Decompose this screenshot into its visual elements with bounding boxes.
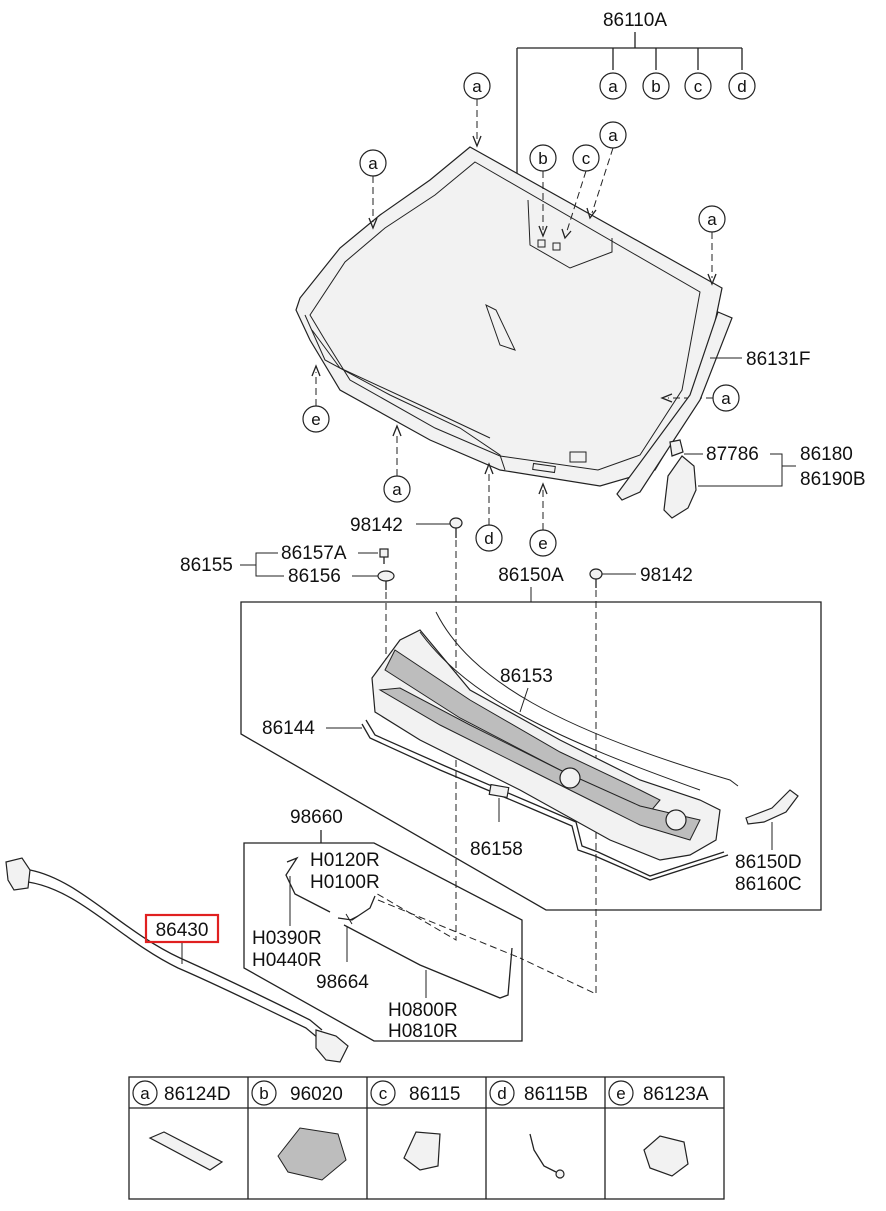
legend-part-86115B: 86115B — [524, 1084, 588, 1105]
callout-circle-a-top[interactable] — [599, 72, 627, 100]
pad-86158[interactable] — [488, 783, 510, 799]
callout-letter-b: b — [538, 149, 547, 168]
guide-hose — [377, 899, 521, 959]
part-label-H0800R[interactable]: H0800R — [388, 1000, 458, 1021]
part-label-98664[interactable]: 98664 — [316, 972, 369, 993]
part-label-H0390R[interactable]: H0390R — [252, 928, 322, 949]
part-label-86153[interactable]: 86153 — [500, 666, 553, 687]
part-label-87786[interactable]: 87786 — [706, 444, 759, 465]
legend-circle-e — [608, 1080, 634, 1106]
legend-cell-d[interactable]: d 86115B — [489, 1080, 588, 1179]
callout-letter-a: a — [721, 389, 731, 408]
callout-letter-a: a — [707, 210, 717, 229]
washer-hose-lines[interactable] — [285, 856, 513, 999]
legend-circle-c — [370, 1080, 396, 1106]
pillar-trim-clip[interactable] — [663, 439, 697, 519]
callout-letter-c: c — [694, 77, 703, 96]
part-label-98142-right[interactable]: 98142 — [640, 565, 693, 586]
callout-letter-a: a — [392, 480, 402, 499]
callout-letter-e: e — [538, 534, 547, 553]
part-label-98660[interactable]: 98660 — [290, 807, 343, 828]
leader-86153 — [519, 687, 529, 713]
legend-icon-spacer — [148, 1131, 224, 1171]
legend-icon-cover — [403, 1131, 441, 1171]
legend-letter-b: b — [259, 1084, 268, 1103]
legend-letter-c: c — [379, 1084, 388, 1103]
legend-cell-e[interactable]: e 86123A — [608, 1080, 709, 1177]
legend-cell-c[interactable]: c 86115 — [370, 1080, 460, 1171]
part-label-H0100R[interactable]: H0100R — [310, 872, 380, 893]
callout-letter-e: e — [311, 410, 320, 429]
part-label-86157A[interactable]: 86157A — [281, 543, 347, 564]
legend-letter-d: d — [497, 1084, 506, 1103]
cowl-panel-assembly[interactable] — [371, 611, 739, 861]
part-label-86158[interactable]: 86158 — [470, 839, 523, 860]
callout-letter-a: a — [472, 77, 482, 96]
callout-letter-d: d — [484, 529, 493, 548]
cowl-frame-outline — [240, 601, 822, 911]
legend-table — [128, 1076, 725, 1200]
part-label-86110A[interactable]: 86110A — [603, 10, 667, 31]
glass-callouts: a a b c a a e a d e a — [302, 72, 740, 557]
part-label-86156[interactable]: 86156 — [288, 566, 341, 587]
part-label-H0810R[interactable]: H0810R — [388, 1021, 458, 1042]
callout-letter-a: a — [368, 154, 378, 173]
legend-circle-d — [489, 1080, 515, 1106]
part-label-H0440R[interactable]: H0440R — [252, 950, 322, 971]
legend-letter-e: e — [616, 1084, 625, 1103]
part-label-86190B[interactable]: 86190B — [800, 469, 866, 490]
part-label-86155[interactable]: 86155 — [180, 555, 233, 576]
washer-hose-frame — [243, 830, 523, 1042]
callout-letter-b: b — [651, 77, 660, 96]
part-label-86430[interactable]: 86430 — [156, 920, 209, 941]
legend-icon-wire — [529, 1133, 557, 1173]
clip-98142-right[interactable] — [589, 568, 603, 588]
part-label-86144[interactable]: 86144 — [262, 718, 315, 739]
part-label-86150D[interactable]: 86150D — [735, 852, 802, 873]
legend-circle-b — [251, 1080, 277, 1106]
legend-part-86124D: 86124D — [164, 1084, 231, 1105]
part-label-H0120R[interactable]: H0120R — [310, 850, 380, 871]
callout-circle-d-top[interactable] — [728, 72, 756, 100]
wiring-harness-86430[interactable] — [5, 857, 349, 1063]
callout-letter-a: a — [608, 126, 618, 145]
legend-cell-a[interactable]: a 86124D — [132, 1080, 231, 1171]
screw-86157A[interactable] — [379, 548, 389, 564]
callout-letter-a: a — [608, 77, 618, 96]
part-label-86180[interactable]: 86180 — [800, 444, 853, 465]
legend-part-86115: 86115 — [409, 1084, 460, 1105]
guide-98142-right — [519, 590, 597, 995]
highlight-box-86430 — [144, 913, 220, 944]
legend-circle-a — [132, 1080, 158, 1106]
callout-circle-c-top[interactable] — [684, 72, 712, 100]
leader-87786 — [684, 453, 796, 487]
windshield-glass[interactable] — [295, 146, 723, 487]
legend-cell-b[interactable]: b 96020 — [251, 1080, 347, 1181]
part-label-98142-top[interactable]: 98142 — [350, 515, 403, 536]
callout-circle-b-top[interactable] — [642, 72, 670, 100]
legend-part-96020: 96020 — [290, 1084, 343, 1105]
legend-icon-bracket — [643, 1135, 689, 1177]
cowl-seal-86144[interactable] — [361, 719, 729, 881]
legend-icon-sensor — [277, 1127, 347, 1181]
side-molding[interactable] — [616, 311, 733, 501]
grommet-86156[interactable] — [377, 570, 395, 590]
leader-86155-group — [240, 552, 380, 577]
part-label-86131F[interactable]: 86131F — [746, 349, 810, 370]
legend-letter-a: a — [140, 1084, 150, 1103]
top-bracket — [516, 32, 743, 190]
part-label-86150A[interactable]: 86150A — [498, 565, 564, 586]
part-label-86160C[interactable]: 86160C — [735, 874, 802, 895]
clip-98142-top[interactable] — [449, 517, 463, 538]
cowl-end-cap[interactable] — [745, 789, 799, 825]
callout-letter-c: c — [582, 149, 591, 168]
legend-part-86123A: 86123A — [643, 1084, 709, 1105]
callout-letter-d: d — [737, 77, 746, 96]
top-callouts: a b c d — [599, 72, 756, 100]
